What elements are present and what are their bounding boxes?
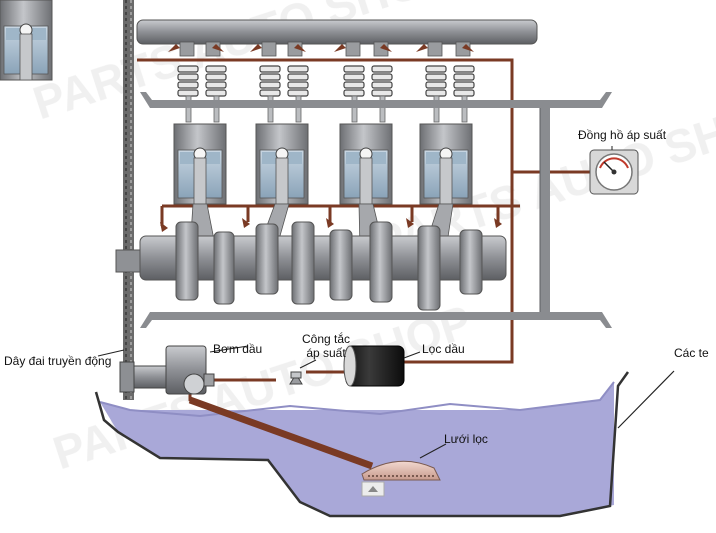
belt-leader-line xyxy=(97,349,125,357)
strainer-leader-line xyxy=(419,443,447,459)
switch-leader-line xyxy=(299,359,317,369)
switch-label: Công tắc áp suất xyxy=(296,332,356,360)
pump-label: Bơm dầu xyxy=(213,342,263,356)
oil-filter xyxy=(343,345,421,387)
pickup-tube xyxy=(188,396,374,470)
oil-pump xyxy=(119,345,249,395)
watermark-text: PARTS AUTO SHOP xyxy=(27,0,458,130)
pressure-switch xyxy=(289,359,317,385)
camshaft xyxy=(136,19,538,57)
belt-label: Dây đai truyền động xyxy=(4,354,112,368)
pump-leader-line xyxy=(209,345,249,353)
valve-stems xyxy=(185,95,468,123)
drive-belt xyxy=(123,0,134,400)
oil-strainer xyxy=(361,443,447,497)
filter-leader-line xyxy=(403,351,421,359)
switch-label-line1: Công tắc xyxy=(301,332,351,346)
filter-label: Lọc dầu xyxy=(422,342,465,356)
sump-leader-line xyxy=(617,370,675,429)
sump-label: Các te xyxy=(674,346,709,360)
pressure-gauge xyxy=(589,146,639,195)
crankshaft xyxy=(115,218,507,311)
gauge-label: Đồng hồ áp suất xyxy=(578,128,667,142)
switch-label-line2: áp suất xyxy=(306,346,346,360)
strainer-label: Lưới lọc xyxy=(444,432,488,446)
cylinders xyxy=(0,0,473,205)
engine-block-frame xyxy=(140,92,612,328)
